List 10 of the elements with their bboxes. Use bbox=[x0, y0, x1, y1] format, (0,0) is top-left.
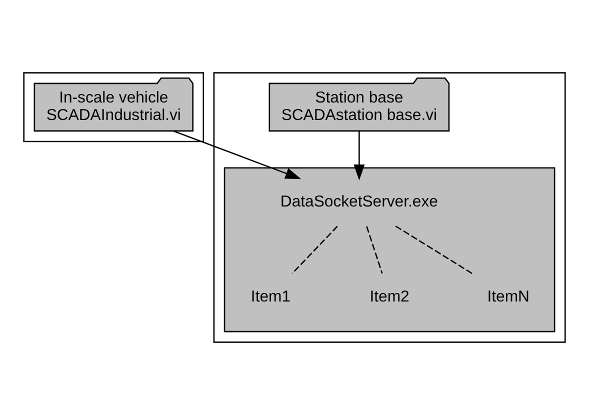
arrow bbox=[173, 130, 302, 179]
connector bbox=[292, 225, 338, 274]
connector bbox=[395, 225, 473, 274]
node-text: Item2 bbox=[370, 288, 410, 305]
node-text: ItemN bbox=[487, 288, 530, 305]
cluster bbox=[213, 72, 566, 342]
arrow bbox=[354, 130, 365, 180]
connector bbox=[366, 226, 383, 274]
node-text: Item1 bbox=[250, 288, 291, 305]
cluster bbox=[23, 72, 204, 142]
